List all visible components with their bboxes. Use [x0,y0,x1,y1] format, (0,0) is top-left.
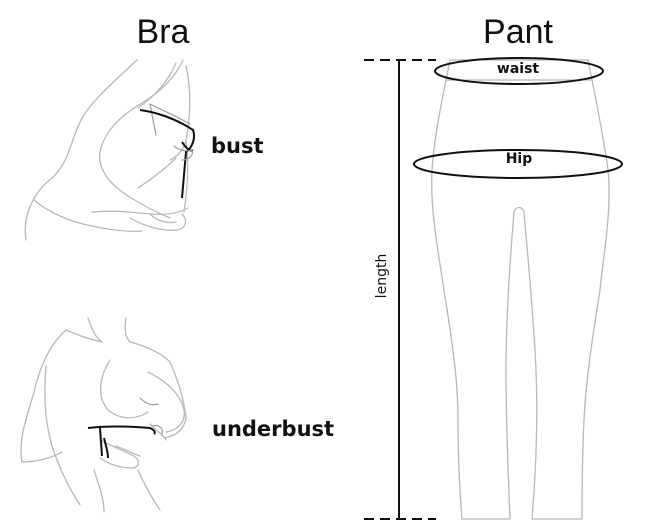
underbust-figure-illustration [20,317,187,513]
pant-illustration [431,59,610,520]
pant-title: Pant [483,13,553,51]
bra-title: Bra [137,13,190,51]
length-label: length [374,254,390,299]
hip-tape [413,149,623,179]
underbust-label: underbust [212,417,334,441]
length-ruler [364,59,436,520]
hip-label: Hip [506,151,533,167]
bust-label: bust [211,134,264,158]
bust-figure-illustration [24,59,196,241]
waist-tape [434,57,604,85]
waist-label: waist [497,61,540,77]
